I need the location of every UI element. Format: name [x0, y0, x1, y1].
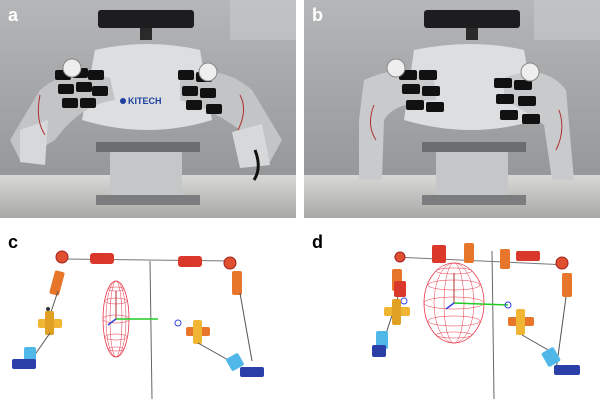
svg-text:KITECH: KITECH [128, 96, 162, 106]
right-grasp-cross [174, 319, 264, 377]
right-grasp-cross-d [504, 301, 580, 375]
panel-c-simulation: c [0, 221, 296, 401]
manipulability-ellipsoid [102, 280, 158, 358]
panel-label-b: b [312, 5, 323, 25]
robot-photo-b [304, 0, 600, 218]
left-grasp-cross-d [372, 297, 410, 357]
panel-d-simulation: d [304, 221, 600, 401]
kinematic-plot-d [372, 243, 580, 400]
left-grasp-cross [12, 311, 62, 369]
upper-links [381, 243, 572, 372]
left-arm-links [46, 250, 253, 362]
robot-photo-a: KITECH [0, 0, 296, 218]
panel-b-photo: b [304, 0, 600, 218]
panel-label-c: c [8, 232, 19, 252]
panel-label-a: a [8, 5, 19, 25]
kinematic-plot-c [12, 250, 264, 400]
manipulability-ellipsoid-d [423, 262, 509, 344]
panel-a-photo: KITECH [0, 0, 296, 218]
panel-label-d: d [312, 232, 323, 252]
